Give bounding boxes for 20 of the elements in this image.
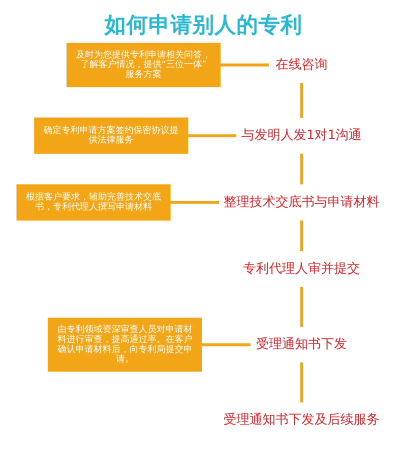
connector	[300, 362, 303, 402]
diagram-title: 如何申请别人的专利	[104, 13, 302, 38]
node-text: 专利代理人审并提交	[242, 262, 360, 277]
connector	[300, 82, 303, 118]
connector	[187, 134, 236, 138]
node-box: 根据客户要求，辅助完善技术交底书，专利代理人撰写申请材料	[16, 184, 170, 221]
connector	[300, 286, 303, 327]
node-text: 在线咨询	[275, 57, 328, 72]
connector	[300, 154, 303, 184]
node-text: 与发明人发1对1沟通	[240, 128, 362, 144]
node-text: 受理通知书下发及后续服务	[223, 412, 380, 428]
node-text: 受理通知书下发	[256, 337, 347, 352]
node-text: 整理技术交底书与申请材料	[223, 194, 380, 210]
connector	[201, 343, 250, 346]
connector	[220, 64, 268, 66]
node-box: 及时为您提供专利申请相关问答，了解客户情况，提供“三位一体”服务方案	[66, 42, 220, 88]
connector	[170, 200, 219, 204]
node-box: 确定专利申请方案签约保密协议提供法律服务	[34, 118, 188, 154]
connector	[300, 220, 303, 252]
node-box: 由专利领域资深审查人员对申请材料进行审查，提高通过率。在客户确认申请材料后，向专利局提交申请。	[47, 318, 202, 372]
